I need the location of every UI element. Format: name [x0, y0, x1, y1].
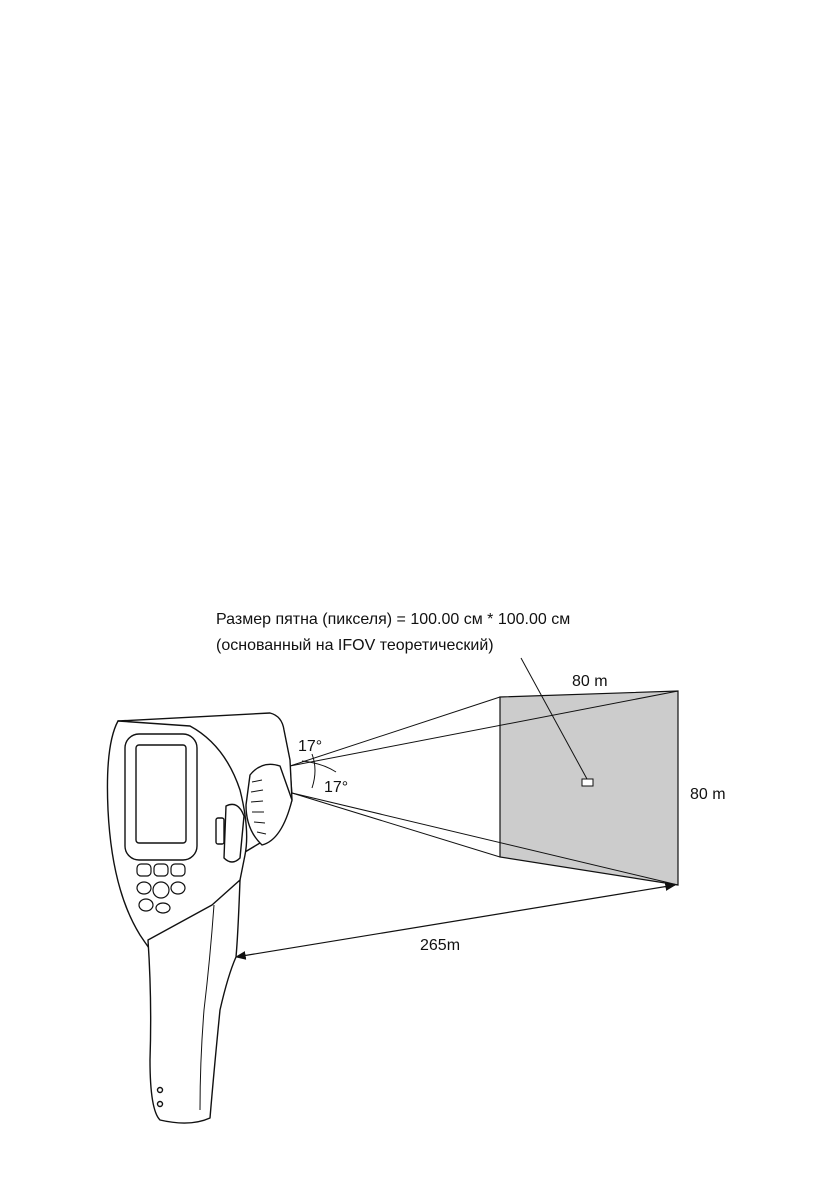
keypad-button	[155, 902, 171, 914]
keypad-button	[170, 881, 186, 895]
keypad-button	[152, 881, 170, 899]
target-height-label: 80 m	[690, 786, 726, 803]
camera-trigger	[223, 803, 245, 863]
lens-housing	[245, 763, 293, 846]
keypad-button	[170, 863, 186, 877]
angle-arcs	[301, 753, 337, 789]
keypad-button	[138, 898, 154, 912]
camera-screen	[135, 744, 187, 844]
spot-size-label: Размер пятна (пикселя) = 100.00 см * 100…	[216, 611, 570, 628]
distance-arrow	[234, 882, 677, 960]
keypad	[136, 863, 186, 914]
distance-label: 265m	[420, 937, 460, 954]
side-clip	[215, 817, 225, 845]
port-mark	[156, 1086, 164, 1094]
port-mark	[156, 1100, 164, 1108]
fov-lines	[289, 690, 679, 886]
handle-detail	[199, 904, 215, 1111]
target-width-label: 80 m	[572, 673, 608, 690]
keypad-button	[153, 863, 169, 877]
camera-handle	[147, 879, 241, 1124]
pixel-spot	[581, 778, 594, 787]
keypad-button	[136, 863, 152, 877]
spot-leader-line	[520, 657, 588, 780]
lens-ribs	[250, 779, 267, 835]
vertical-angle-label: 17°	[324, 779, 348, 796]
keypad-button	[136, 881, 152, 895]
thermal-camera-drawing	[106, 712, 293, 1124]
spot-basis-label: (основанный на IFOV теоретический)	[216, 637, 494, 654]
horizontal-angle-label: 17°	[298, 738, 322, 755]
